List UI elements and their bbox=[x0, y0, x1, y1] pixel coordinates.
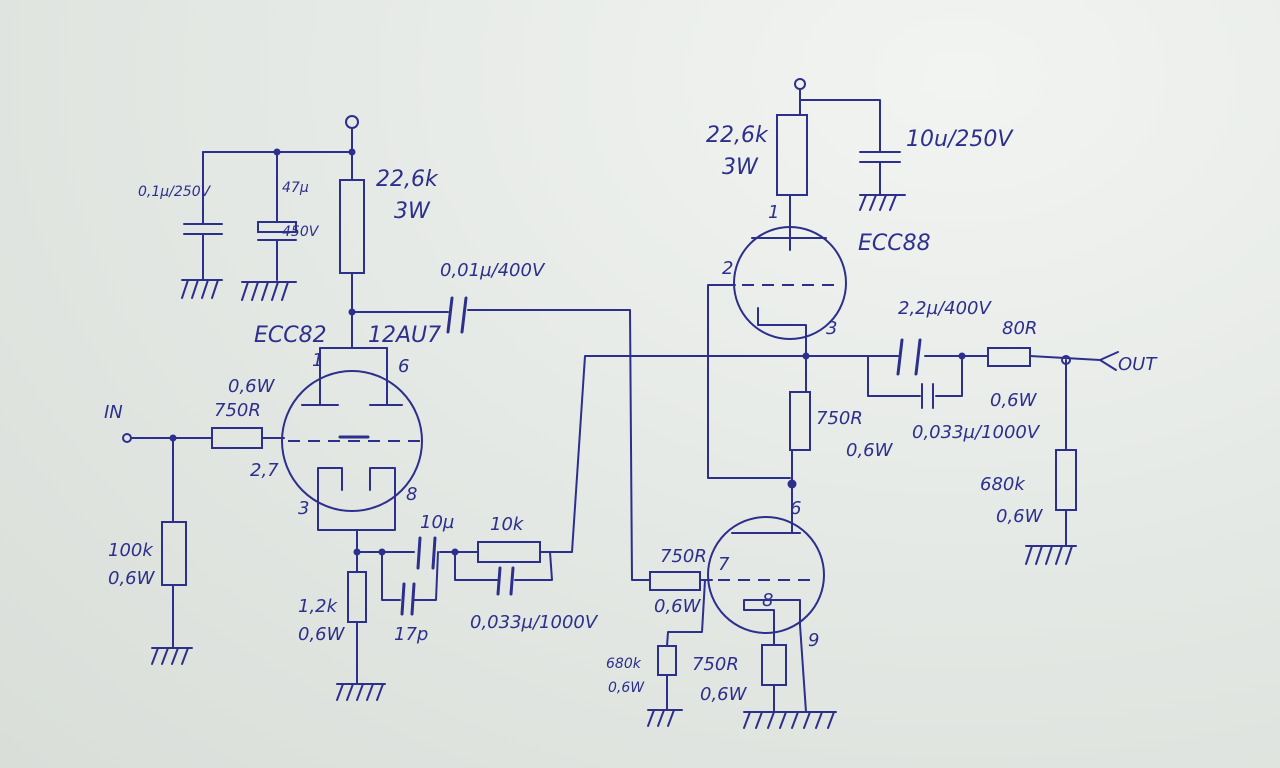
label-out: OUT bbox=[1118, 354, 1158, 375]
input-resistor bbox=[161, 521, 187, 586]
anode-resistor-1 bbox=[339, 179, 365, 274]
label-r-grid-w: 0,6W bbox=[228, 376, 276, 397]
label-pin3-t1: 3 bbox=[298, 498, 309, 519]
label-r-g2: 750R bbox=[660, 546, 707, 567]
label-tube2: ECC88 bbox=[858, 231, 931, 256]
label-r-k1-w: 0,6W bbox=[298, 624, 346, 645]
tube-ecc82 bbox=[281, 370, 423, 512]
label-r-load-w: 0,6W bbox=[996, 506, 1044, 527]
label-pin1-t1: 1 bbox=[312, 350, 323, 371]
annotations: IN OUT ECC82 12AU7 ECC88 22,6k 3W 22,6k … bbox=[104, 123, 1158, 705]
label-c-psu1: 0,1µ/250V bbox=[138, 184, 212, 200]
b-plus-terminal-2 bbox=[794, 78, 806, 90]
label-c-fb: 0,033µ/1000V bbox=[470, 612, 599, 633]
label-r-g2b: 680k bbox=[606, 656, 642, 672]
output-arrow-icon bbox=[1099, 351, 1119, 371]
label-c-k1: 10µ bbox=[420, 512, 454, 533]
grid-stopper-resistor bbox=[211, 427, 263, 449]
label-r-anode1: 22,6k bbox=[376, 167, 439, 192]
output-series-resistor bbox=[987, 347, 1031, 367]
resistors bbox=[161, 114, 1077, 686]
label-c-psu2: 47µ bbox=[282, 180, 309, 196]
cathode-resistor-1 bbox=[347, 571, 367, 623]
label-r-anode2-w: 3W bbox=[722, 155, 759, 180]
feedback-resistor bbox=[477, 541, 541, 563]
label-c-couple: 0,01µ/400V bbox=[440, 260, 546, 281]
label-pin2-t2: 2 bbox=[722, 258, 733, 279]
b-plus-terminal-1 bbox=[345, 115, 359, 129]
ground-symbols bbox=[151, 194, 1077, 729]
tube-ecc88-lower bbox=[707, 516, 825, 634]
label-r-k2: 750R bbox=[692, 654, 739, 675]
grid-leak-resistor-2 bbox=[657, 645, 677, 676]
input-terminal bbox=[122, 433, 132, 443]
label-pin8-t1: 8 bbox=[406, 484, 417, 505]
label-c-out-b: 0,033µ/1000V bbox=[912, 422, 1041, 443]
label-r-anode1-w: 3W bbox=[394, 199, 431, 224]
label-r-grid: 750R bbox=[214, 400, 261, 421]
label-c-psu2-v: 450V bbox=[282, 224, 320, 240]
label-c-17p: 17p bbox=[394, 624, 428, 645]
label-pin1-t2: 1 bbox=[768, 202, 779, 223]
label-pin8-t2: 8 bbox=[762, 590, 773, 611]
label-pin7-t2: 7 bbox=[718, 554, 730, 575]
label-r-anode2: 22,6k bbox=[706, 123, 769, 148]
label-r-grid-node: 2,7 bbox=[250, 460, 279, 481]
junctions bbox=[122, 78, 1119, 556]
tube-ecc88-upper bbox=[733, 226, 847, 340]
label-pin6-t1: 6 bbox=[398, 356, 409, 377]
label-r-mid-w: 0,6W bbox=[846, 440, 894, 461]
label-r-fb: 10k bbox=[490, 514, 525, 535]
capacitors bbox=[183, 151, 934, 616]
label-tube1: ECC82 bbox=[254, 323, 327, 348]
label-r-k1: 1,2k bbox=[298, 596, 339, 617]
label-pin6-t2: 6 bbox=[790, 498, 801, 519]
label-r-load: 680k bbox=[980, 474, 1026, 495]
grid-resistor-2 bbox=[649, 571, 701, 591]
cathode-resistor-2 bbox=[761, 644, 787, 686]
label-tube1-alt: 12AU7 bbox=[368, 323, 441, 348]
label-pin3-t2: 3 bbox=[826, 318, 837, 339]
wires bbox=[130, 89, 1101, 713]
label-r-out-w: 0,6W bbox=[990, 390, 1038, 411]
mid-resistor bbox=[789, 391, 811, 451]
label-r-in: 100k bbox=[108, 540, 154, 561]
label-r-in-w: 0,6W bbox=[108, 568, 156, 589]
label-pin9-t2: 9 bbox=[808, 630, 819, 651]
label-r-out: 80R bbox=[1002, 318, 1037, 339]
label-r-k2-w: 0,6W bbox=[700, 684, 748, 705]
label-r-mid: 750R bbox=[816, 408, 863, 429]
label-c-out: 2,2µ/400V bbox=[898, 298, 992, 319]
anode-resistor-2 bbox=[776, 114, 808, 196]
label-in: IN bbox=[104, 402, 123, 423]
label-r-g2b-w: 0,6W bbox=[608, 680, 645, 696]
output-load-resistor bbox=[1055, 449, 1077, 511]
label-r-g2-w: 0,6W bbox=[654, 596, 702, 617]
label-c-psu3: 10u/250V bbox=[906, 127, 1014, 152]
